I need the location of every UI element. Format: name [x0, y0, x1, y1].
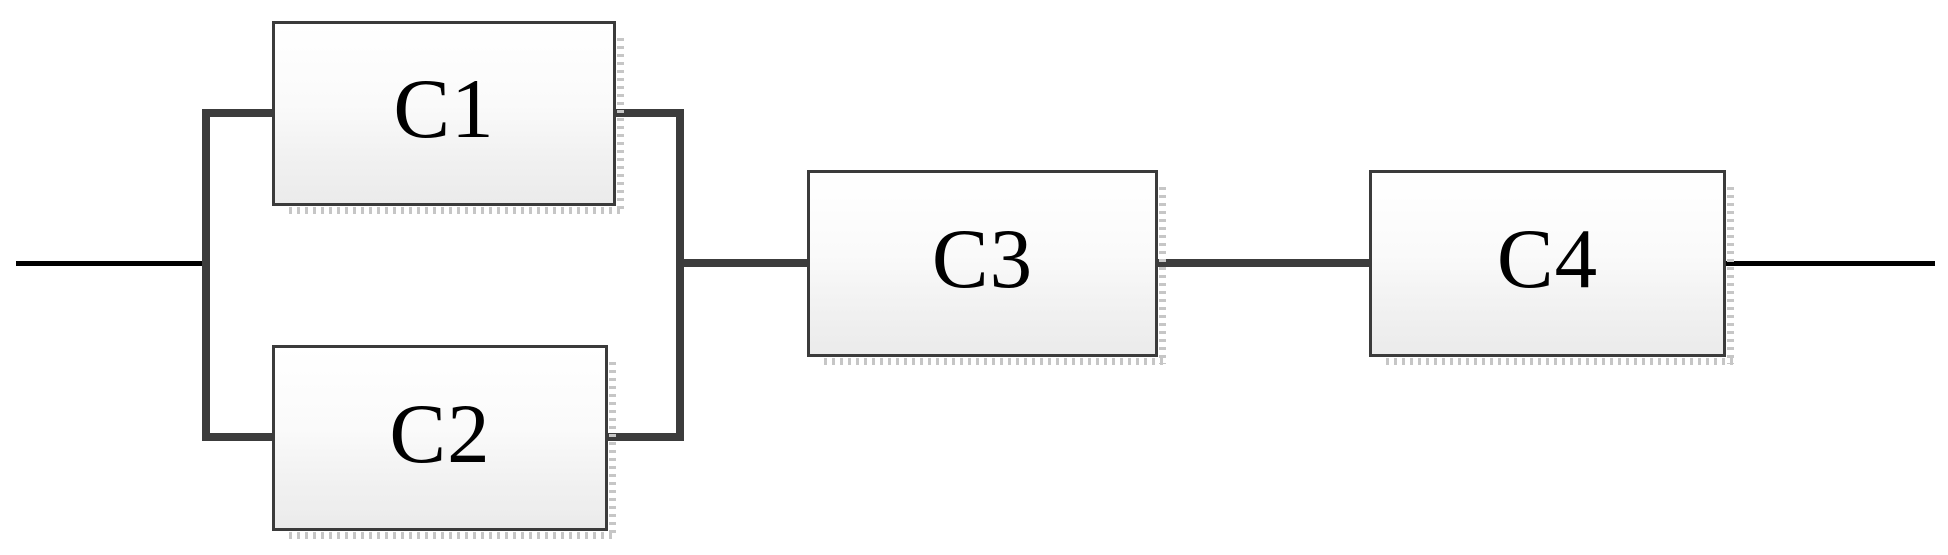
- input-terminal-line: [16, 261, 207, 266]
- branch-line-c2-right: [605, 433, 684, 441]
- block-c1-label: C1: [393, 62, 495, 156]
- parallel-split-bar: [202, 109, 210, 441]
- block-c4: C4: [1369, 170, 1734, 365]
- block-c3: C3: [807, 170, 1166, 365]
- branch-line-c1-left: [202, 109, 276, 117]
- connector-merge-to-c3: [676, 259, 810, 267]
- branch-line-c2-left: [202, 433, 276, 441]
- block-c1: C1: [272, 21, 624, 214]
- output-terminal-line: [1726, 261, 1935, 266]
- parallel-merge-bar: [676, 109, 684, 441]
- block-c4-label: C4: [1496, 212, 1599, 306]
- block-c3-label: C3: [931, 212, 1034, 306]
- block-c2: C2: [272, 345, 616, 539]
- block-c2-label: C2: [389, 386, 491, 481]
- branch-line-c1-right: [613, 109, 684, 117]
- connector-c3-to-c4: [1155, 259, 1372, 267]
